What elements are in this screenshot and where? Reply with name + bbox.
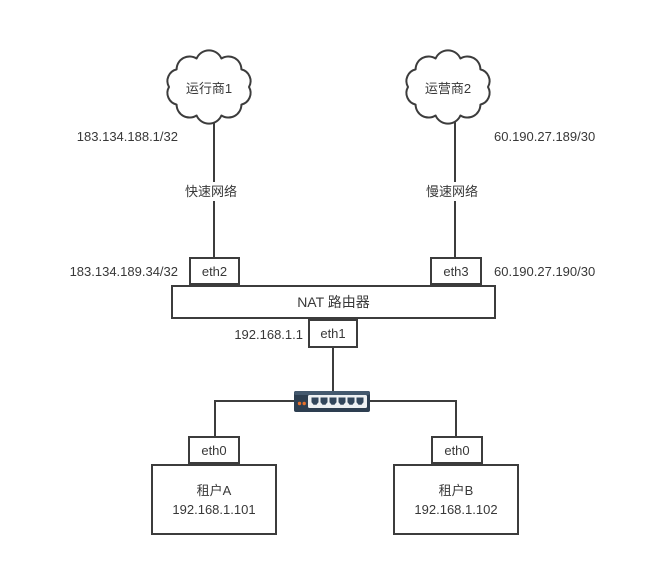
tenant-b-host: 租户B 192.168.1.102	[393, 464, 519, 535]
link-fast-label: 快速网络	[170, 182, 252, 201]
tenant-a-name: 租户A	[196, 482, 232, 498]
cloud-isp2	[405, 49, 491, 125]
nat-router: NAT 路由器	[171, 285, 496, 319]
switch-led	[297, 401, 302, 406]
eth1-ip-label: 192.168.1.1	[234, 327, 303, 342]
interface-eth1: eth1	[308, 319, 358, 348]
interface-eth3: eth3	[430, 257, 482, 285]
eth3-ip-label: 60.190.27.190/30	[494, 264, 596, 279]
tenant-a-ip: 192.168.1.101	[172, 501, 256, 517]
tenant-a-host: 租户A 192.168.1.101	[151, 464, 277, 535]
eth2-ip-label: 183.134.189.34/32	[69, 264, 178, 279]
interface-eth2: eth2	[189, 257, 240, 285]
tenant-b-ip: 192.168.1.102	[414, 501, 498, 517]
cloud-isp2-label: 运营商2	[424, 80, 472, 96]
cloud-isp1-label: 运行商1	[185, 80, 233, 96]
tenant-a-eth0: eth0	[188, 436, 240, 464]
switch-led	[302, 401, 306, 406]
cloud-isp1	[166, 49, 252, 125]
connector-switch-tenant-a	[214, 400, 295, 437]
isp2-remote-ip-label: 60.190.27.189/30	[494, 129, 596, 144]
tenant-b-name: 租户B	[438, 482, 474, 498]
switch-icon	[294, 391, 370, 412]
isp1-remote-ip-label: 183.134.188.1/32	[76, 129, 178, 144]
connector-switch-tenant-b	[369, 400, 457, 437]
tenant-b-eth0: eth0	[431, 436, 483, 464]
link-slow-label: 慢速网络	[411, 182, 493, 201]
